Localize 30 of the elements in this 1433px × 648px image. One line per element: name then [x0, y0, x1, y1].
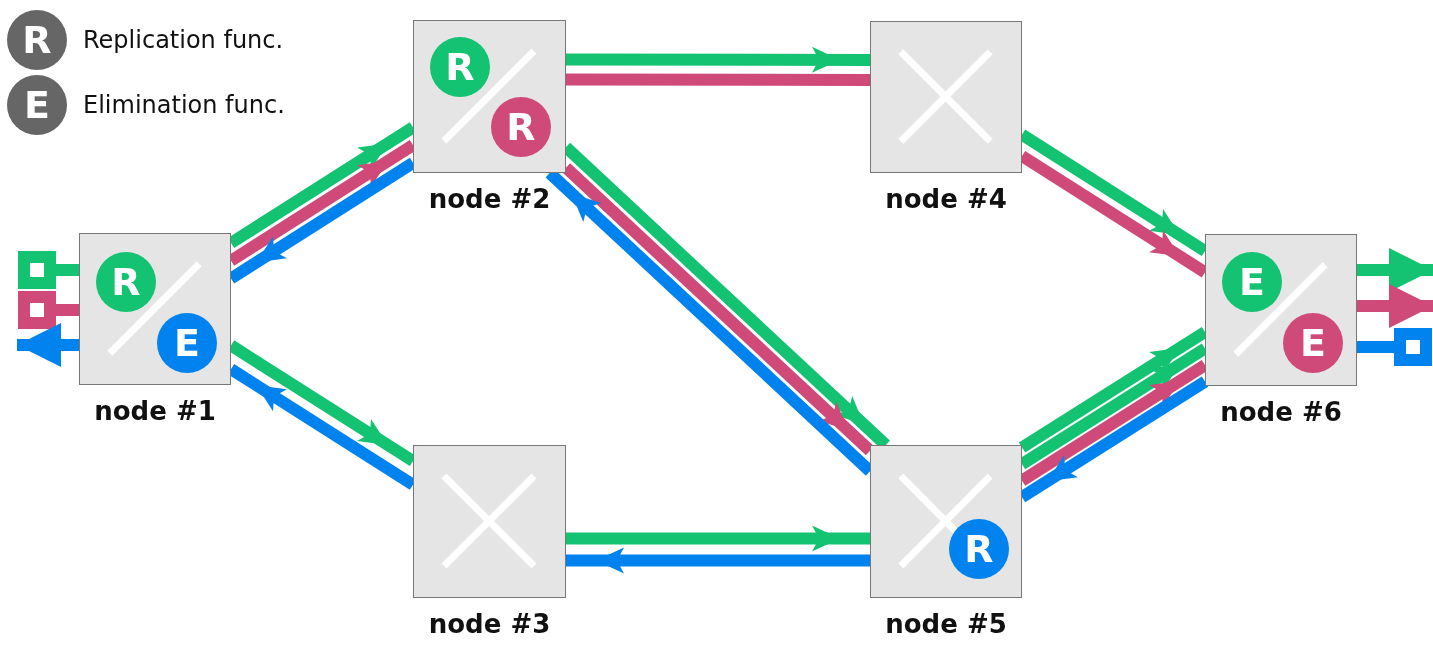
legend-text: Elimination func.	[83, 91, 285, 119]
function-letter: R	[445, 48, 475, 86]
function-circle	[491, 97, 551, 157]
function-letter: E	[24, 86, 50, 124]
function-letter: R	[22, 21, 52, 59]
function-letter: E	[174, 324, 200, 362]
function-letter: R	[111, 263, 141, 301]
function-letter: R	[964, 530, 994, 568]
function-circle	[1283, 313, 1343, 373]
arrow	[566, 525, 870, 552]
node-label: node #2	[428, 184, 551, 214]
arrow	[566, 46, 870, 73]
function-circle	[949, 519, 1009, 579]
function-letter: R	[506, 108, 536, 146]
function-circle	[1222, 252, 1282, 312]
function-letter: E	[1300, 324, 1326, 362]
connector-line	[566, 73, 870, 86]
node-label: node #1	[94, 396, 216, 426]
function-circle	[430, 37, 490, 97]
node-label: node #3	[428, 609, 551, 639]
legend-text: Replication func.	[83, 26, 284, 54]
function-circle	[96, 252, 156, 312]
node-label: node #6	[1220, 397, 1342, 427]
function-circle	[157, 313, 217, 373]
node-label: node #4	[885, 184, 1007, 214]
arrow	[17, 323, 79, 367]
arrow	[1357, 284, 1433, 328]
function-letter: E	[1239, 263, 1265, 301]
node-label: node #5	[885, 609, 1007, 639]
arrow	[566, 547, 870, 574]
